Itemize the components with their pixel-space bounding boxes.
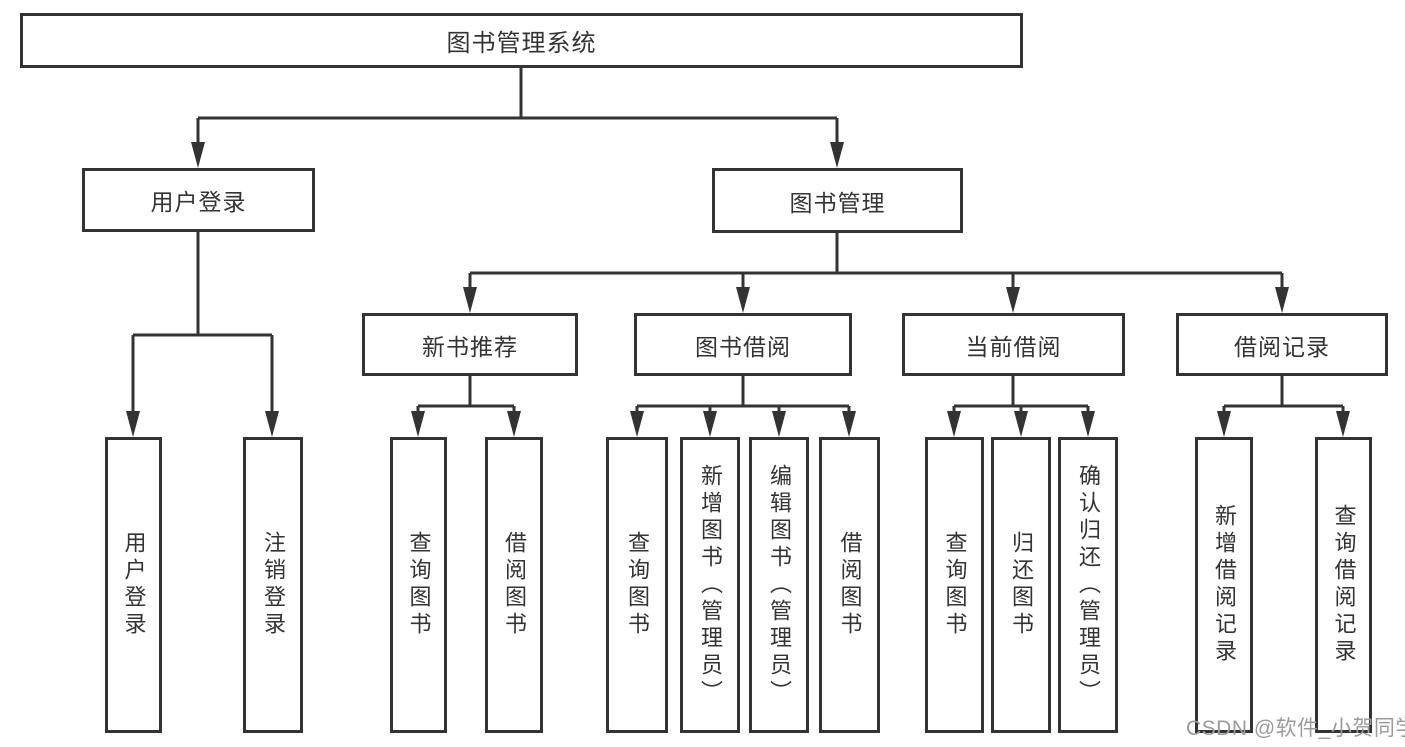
node-book-management: 图书管理	[712, 168, 963, 233]
node-current-borrow: 当前借阅	[902, 313, 1125, 376]
leaf-query-books-current: 查询图书	[925, 437, 984, 733]
leaf-return-books: 归还图书	[991, 437, 1051, 733]
leaf-confirm-return-admin-label: 确认归还（管理员）	[1076, 463, 1101, 707]
node-root: 图书管理系统	[20, 13, 1023, 68]
node-current-borrow-label: 当前借阅	[965, 333, 1062, 360]
leaf-borrow-books-label: 借阅图书	[837, 531, 863, 639]
node-borrow-records-label: 借阅记录	[1234, 333, 1330, 360]
leaf-query-books-recommend-label: 查询图书	[406, 531, 432, 639]
leaf-confirm-return-admin: 确认归还（管理员）	[1058, 437, 1118, 733]
leaf-edit-book-admin: 编辑图书（管理员）	[749, 437, 809, 733]
leaf-add-borrow-record-label: 新增借阅记录	[1212, 504, 1237, 666]
node-borrow-records: 借阅记录	[1176, 313, 1388, 376]
node-user-login: 用户登录	[82, 168, 315, 232]
node-new-book-recommend: 新书推荐	[362, 313, 578, 376]
leaf-edit-book-admin-label: 编辑图书（管理员）	[767, 463, 792, 707]
leaf-query-books-borrow-label: 查询图书	[625, 531, 650, 639]
leaf-query-books-current-label: 查询图书	[942, 531, 968, 639]
leaf-user-login: 用户登录	[105, 437, 162, 733]
leaf-add-book-admin-label: 新增图书（管理员）	[698, 463, 723, 707]
leaf-add-borrow-record: 新增借阅记录	[1195, 437, 1253, 733]
leaf-logout-label: 注销登录	[261, 531, 286, 639]
leaf-query-borrow-record: 查询借阅记录	[1315, 437, 1372, 733]
leaf-borrow-books-recommend: 借阅图书	[485, 437, 543, 733]
tree-edges	[131, 68, 1345, 417]
leaf-logout: 注销登录	[243, 437, 303, 733]
arrowheads	[126, 142, 1350, 437]
node-user-login-label: 用户登录	[150, 189, 247, 215]
leaf-query-borrow-record-label: 查询借阅记录	[1331, 504, 1357, 666]
leaf-borrow-books-recommend-label: 借阅图书	[502, 531, 527, 639]
node-book-borrow: 图书借阅	[634, 313, 852, 376]
node-root-label: 图书管理系统	[446, 30, 597, 57]
node-book-borrow-label: 图书借阅	[695, 333, 791, 360]
leaf-user-login-label: 用户登录	[121, 531, 147, 639]
leaf-query-books-borrow: 查询图书	[606, 437, 668, 733]
leaf-add-book-admin: 新增图书（管理员）	[680, 437, 740, 733]
leaf-borrow-books: 借阅图书	[819, 437, 880, 733]
node-book-management-label: 图书管理	[789, 189, 886, 216]
leaf-query-books-recommend: 查询图书	[390, 437, 447, 733]
csdn-watermark: CSDN @软件_小贺同学	[1186, 717, 1405, 740]
node-new-book-recommend-label: 新书推荐	[422, 333, 518, 360]
leaf-return-books-label: 归还图书	[1009, 531, 1034, 639]
